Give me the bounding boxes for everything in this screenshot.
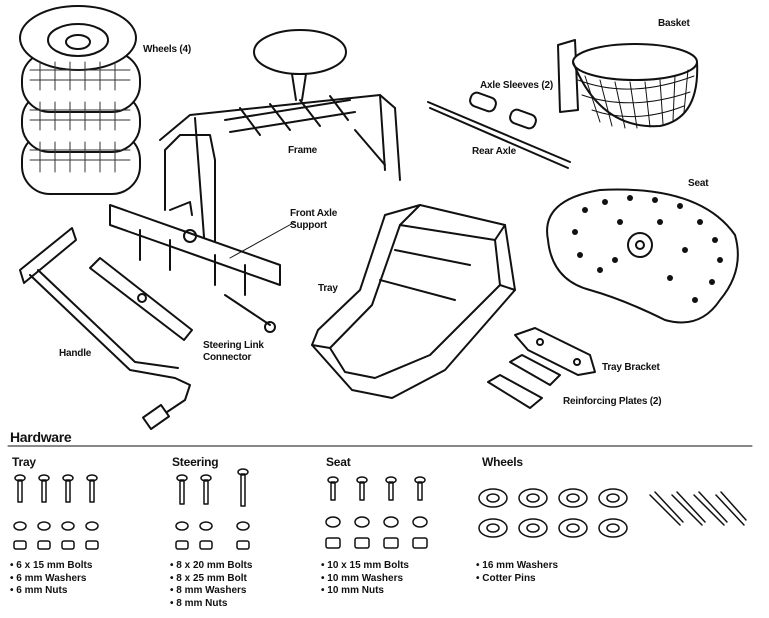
front-axle-support-label-line2: Support: [290, 220, 327, 231]
hardware-item: 10 mm Nuts: [321, 585, 409, 598]
hardware-item: 6 mm Washers: [10, 573, 92, 586]
hardware-item: 8 mm Washers: [170, 585, 252, 598]
hardware-group-seat-title: Seat: [326, 455, 351, 469]
reinforcing-plates-label: Reinforcing Plates (2): [563, 396, 662, 407]
hardware-group-steering-title: Steering: [172, 455, 219, 469]
tray-bracket-label: Tray Bracket: [602, 362, 660, 373]
seat-label: Seat: [688, 178, 709, 189]
front-axle-support-label-line1: Front Axle: [290, 208, 338, 219]
rear-axle-label: Rear Axle: [472, 146, 516, 157]
steering-link-connector-label-line1: Steering Link: [203, 340, 264, 351]
reinforcing-plates-illustration: [487, 354, 561, 409]
tray-label: Tray: [318, 283, 338, 294]
hardware-item: 6 x 15 mm Bolts: [10, 560, 92, 573]
hardware-item: 8 mm Nuts: [170, 598, 252, 611]
basket-label: Basket: [658, 18, 690, 29]
hardware-item: 8 x 20 mm Bolts: [170, 560, 252, 573]
hardware-item: 16 mm Washers: [476, 560, 558, 573]
handle-label: Handle: [59, 348, 92, 359]
hardware-group-tray-title: Tray: [12, 455, 36, 469]
steering-link-connector-label: Steering Link Connector: [203, 340, 264, 364]
seat-hardware-illustration: [325, 476, 428, 549]
hardware-item: 10 x 15 mm Bolts: [321, 560, 409, 573]
hardware-list-tray: 6 x 15 mm Bolts 6 mm Washers 6 mm Nuts: [10, 560, 92, 598]
tray-illustration: [311, 204, 516, 399]
tray-bracket-illustration: [514, 327, 596, 376]
steering-link-connector-illustration: [89, 257, 193, 341]
wheels-hardware-illustration: [478, 488, 747, 538]
front-axle-support-illustration: [109, 201, 281, 333]
axle-sleeves-label: Axle Sleeves (2): [480, 80, 553, 91]
hardware-list-wheels: 16 mm Washers Cotter Pins: [476, 560, 558, 585]
wheels-label: Wheels (4): [143, 44, 192, 55]
hardware-list-steering: 8 x 20 mm Bolts 8 x 25 mm Bolt 8 mm Wash…: [170, 560, 252, 610]
basket-illustration: [557, 39, 699, 129]
steering-hardware-illustration: [175, 468, 250, 550]
hardware-item: 6 mm Nuts: [10, 585, 92, 598]
frame-label: Frame: [288, 145, 318, 156]
hardware-item: 8 x 25 mm Bolt: [170, 573, 252, 586]
frame-illustration: [159, 29, 401, 251]
front-axle-leader: [229, 221, 296, 259]
front-axle-support-label: Front Axle Support: [290, 208, 337, 232]
hardware-list-seat: 10 x 15 mm Bolts 10 mm Washers 10 mm Nut…: [321, 560, 409, 598]
steering-link-connector-label-line2: Connector: [203, 352, 252, 363]
wheels-illustration: [19, 5, 141, 195]
tray-hardware-illustration: [13, 474, 99, 550]
handle-illustration: [19, 227, 191, 431]
hardware-item: Cotter Pins: [476, 573, 558, 586]
hardware-title: Hardware: [10, 429, 72, 445]
hardware-group-wheels-title: Wheels: [482, 455, 523, 469]
hardware-item: 10 mm Washers: [321, 573, 409, 586]
seat-illustration: [546, 188, 739, 324]
rear-axle-illustration: [427, 91, 571, 169]
